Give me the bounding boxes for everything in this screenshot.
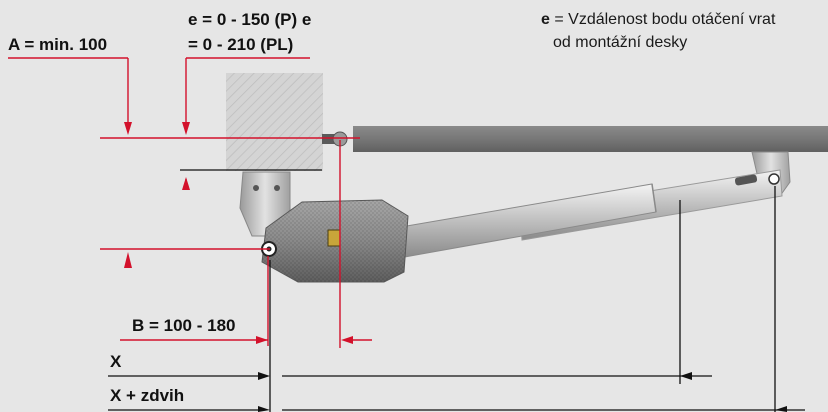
pillar: [226, 73, 323, 171]
motor-logo-badge: [327, 229, 341, 247]
e-dimension-label-line2: = 0 - 210 (PL): [188, 35, 294, 54]
legend-symbol: e: [541, 11, 550, 28]
stroke-dimension-lines: [108, 186, 805, 412]
gate-beam: [353, 126, 828, 152]
e-dimension-label-line1: e = 0 - 150 (P) e: [188, 10, 312, 29]
rod-end-fitting: [734, 174, 758, 186]
legend-line1: e = Vzdálenost bodu otáčení vrat: [541, 10, 775, 30]
legend-text-line1: = Vzdálenost bodu otáčení vrat: [554, 11, 776, 28]
rod-pivot: [768, 173, 780, 185]
x-label: X: [110, 352, 122, 371]
dimension-arrows: [124, 122, 353, 344]
a-dimension-label: A = min. 100: [8, 35, 108, 54]
legend-text-line2: od montážní desky: [553, 34, 688, 51]
stroke-dimension-arrows: [258, 372, 787, 412]
dimension-lines: [8, 57, 372, 348]
b-dimension-label: B = 100 - 180: [132, 316, 236, 335]
x-stroke-label: X + zdvih: [110, 386, 185, 405]
